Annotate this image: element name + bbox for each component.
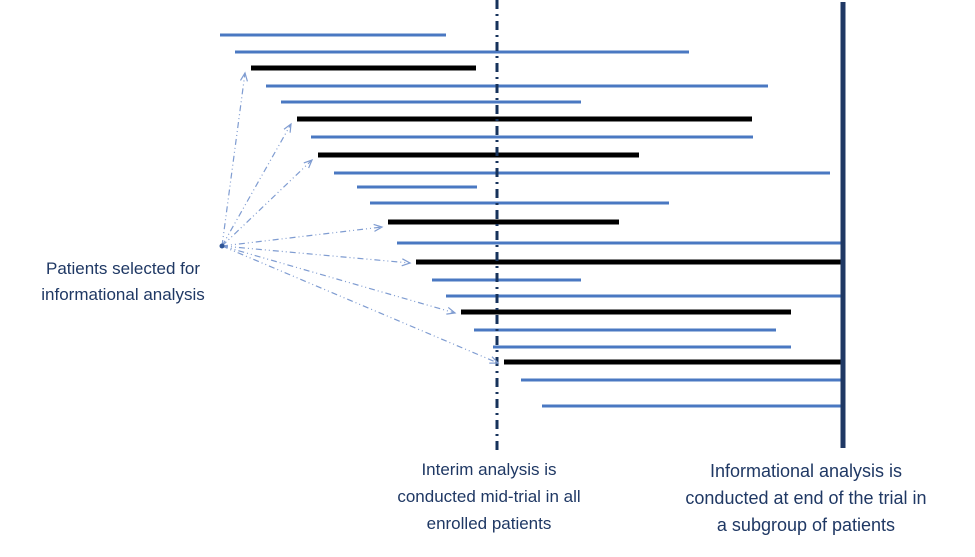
interim-analysis-label: Interim analysis is conducted mid-trial … <box>360 456 618 537</box>
arrow-hub-point <box>219 243 225 249</box>
selection-arrow <box>221 71 248 247</box>
informational-analysis-label-line2: conducted at end of the trial in <box>685 488 927 508</box>
informational-analysis-label-line3: a subgroup of patients <box>716 515 896 535</box>
interim-analysis-label-line2: conducted mid-trial in all <box>397 487 581 506</box>
interim-analysis-label-line1: Interim analysis is <box>421 460 557 479</box>
selection-arrow <box>221 223 384 247</box>
informational-analysis-label-line1: Informational analysis is <box>709 461 903 481</box>
selection-arrow <box>221 122 292 247</box>
selection-arrow <box>221 245 500 364</box>
informational-analysis-label: Informational analysis is conducted at e… <box>648 458 964 539</box>
selected-patients-label-line1: Patients selected for <box>45 259 201 278</box>
interim-analysis-label-line3: enrolled patients <box>426 514 552 533</box>
selected-patients-label: Patients selected for informational anal… <box>18 256 228 308</box>
selection-arrow <box>221 245 412 267</box>
selection-arrow <box>221 245 457 315</box>
selection-arrow <box>221 158 314 247</box>
selected-patients-label-line2: informational analysis <box>41 285 205 304</box>
